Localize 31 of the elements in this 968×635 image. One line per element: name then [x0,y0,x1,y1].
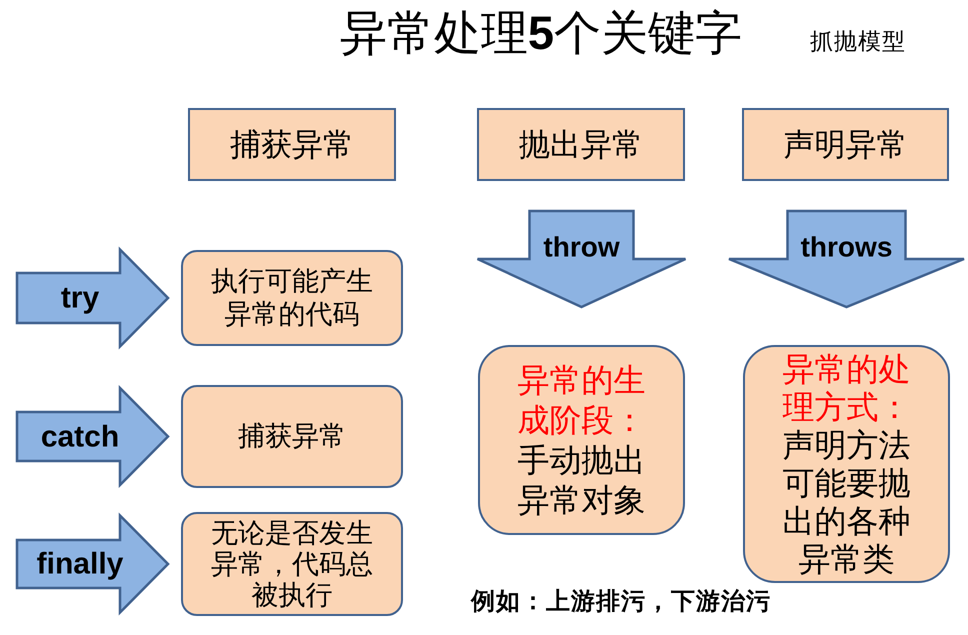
rounded-box [181,512,403,616]
rounded-box [181,385,403,488]
edge-label: throw [543,232,620,264]
header-box [477,108,685,181]
rounded-box [743,345,950,583]
description-text: 捕获异常 [237,420,347,453]
block-arrow [16,384,170,488]
highlight-heading: 异常的处理方式： [782,350,912,426]
example-note: 例如：上游排污，下游治污 [471,586,771,616]
highlight-heading: 异常的生成阶段： [516,360,646,440]
title: 异常处理5个关键字 [340,6,742,61]
description-text: 无论是否发生异常，代码总被执行 [210,518,374,610]
edge-label: catch [40,420,120,453]
edge-label: finally [36,548,124,580]
description-text: 手动抛出异常对象 [516,440,646,520]
heading-text: 抛出异常 [518,126,644,164]
header-box [742,108,949,181]
rounded-box [478,345,685,535]
block-arrow [728,210,966,308]
block-arrow [16,512,170,616]
block-arrow [16,246,170,350]
description-text: 执行可能产生异常的代码 [210,265,374,331]
header-box [188,108,396,181]
description-text: 声明方法可能要抛出的各种异常类 [782,426,912,578]
edge-label: try [60,282,100,314]
heading-text: 捕获异常 [229,126,355,164]
note-text: 抓抛模型 [810,28,906,57]
rounded-box [181,250,403,346]
block-arrow [476,210,687,308]
heading-text: 声明异常 [782,126,908,164]
edge-label: throws [800,232,892,264]
